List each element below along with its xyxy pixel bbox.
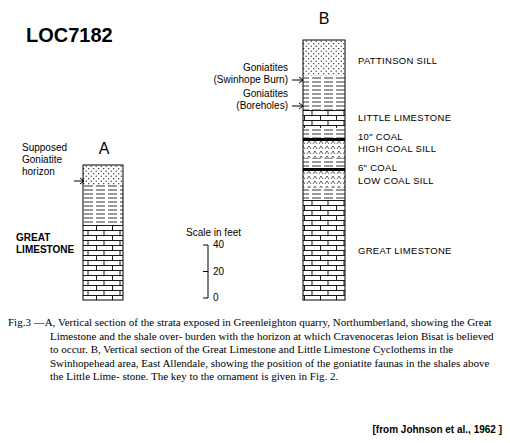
fauna-label: Goniatites (Boreholes)	[198, 88, 288, 112]
scale-number: 0	[213, 292, 219, 304]
horizon-label: Supposed Goniatite horizon	[22, 142, 74, 178]
column-letter: A	[99, 140, 110, 158]
column-b	[292, 40, 345, 300]
unit-label: 10" COAL	[358, 131, 403, 143]
column-a	[74, 165, 123, 300]
unit-label: LITTLE LIMESTONE	[358, 112, 451, 124]
scale-bar	[203, 245, 208, 298]
fauna-label: Goniatites (Swinhope Burn)	[198, 62, 288, 86]
column-letter: B	[319, 10, 330, 28]
scale-number: 20	[213, 266, 224, 278]
unit-label: LOW COAL SILL	[358, 175, 434, 187]
figure-caption: Fig.3 —A, Vertical section of the strata…	[8, 316, 502, 384]
scale-title: Scale in feet	[186, 227, 241, 239]
unit-label: GREAT LIMESTONE	[358, 245, 452, 257]
unit-label: 6" COAL	[358, 162, 397, 174]
unit-label: HIGH COAL SILL	[358, 143, 436, 155]
figure-title: LOC7182	[26, 24, 113, 46]
scale-number: 40	[213, 239, 224, 251]
source-note: [from Johnson et al., 1962 ]	[373, 424, 502, 436]
unit-label: PATTINSON SILL	[358, 55, 437, 67]
unit-label: GREAT LIMESTONE	[16, 232, 80, 256]
